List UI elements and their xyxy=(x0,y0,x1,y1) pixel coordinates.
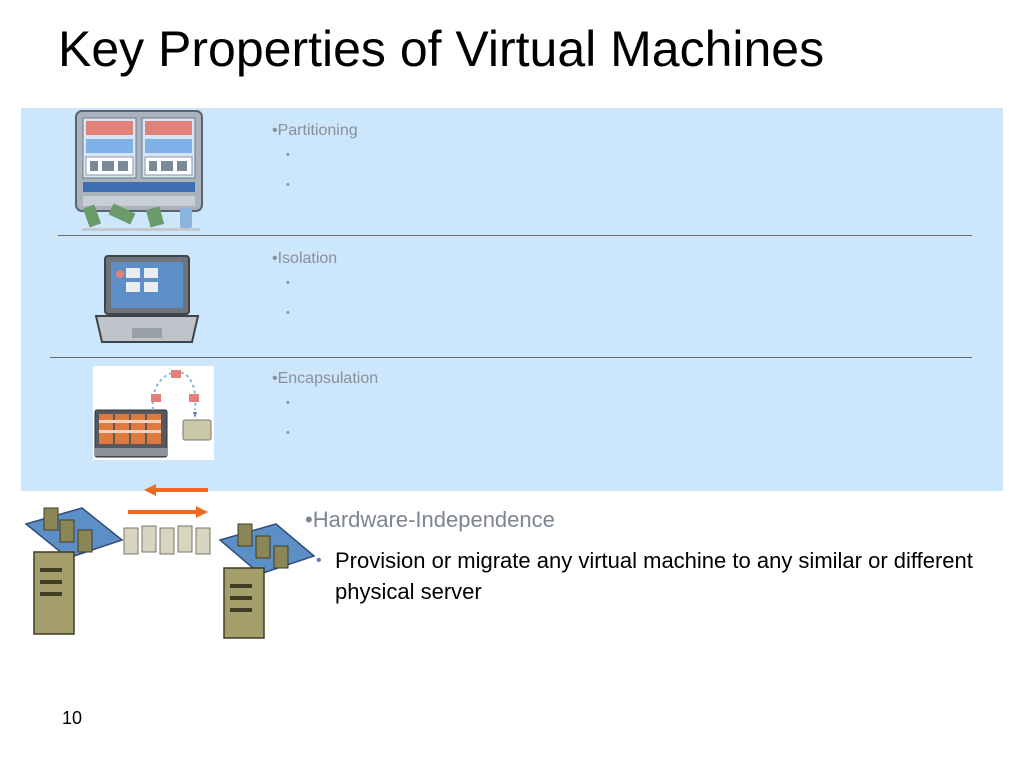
sub-bullet xyxy=(286,170,358,200)
encapsulation-file-illustration xyxy=(93,366,214,460)
property-partitioning: •Partitioning xyxy=(272,122,358,200)
property-heading: Partitioning xyxy=(277,122,358,139)
property-heading: Isolation xyxy=(277,250,338,267)
property-isolation: •Isolation xyxy=(272,250,337,328)
sub-bullet xyxy=(286,298,337,328)
sub-bullet xyxy=(286,140,358,170)
row-divider-1 xyxy=(58,235,972,236)
partitioning-stack-illustration xyxy=(75,110,203,231)
sub-bullet xyxy=(286,388,378,418)
bullet-dot: • xyxy=(316,552,322,569)
page-number: 10 xyxy=(62,708,83,728)
bullet-text: Provision or migrate any virtual machine… xyxy=(335,548,973,604)
property-heading: Encapsulation xyxy=(277,370,379,387)
row-divider-2 xyxy=(50,357,972,358)
migration-servers-illustration xyxy=(24,484,316,639)
slide-title: Key Properties of Virtual Machines xyxy=(58,21,825,77)
isolation-laptop-illustration xyxy=(94,255,200,343)
hardware-independence-heading: •Hardware-Independence xyxy=(305,507,555,532)
sub-bullet xyxy=(286,268,337,298)
hardware-independence-bullet: • Provision or migrate any virtual machi… xyxy=(316,545,976,607)
property-encapsulation: •Encapsulation xyxy=(272,370,378,448)
sub-bullet xyxy=(286,418,378,448)
